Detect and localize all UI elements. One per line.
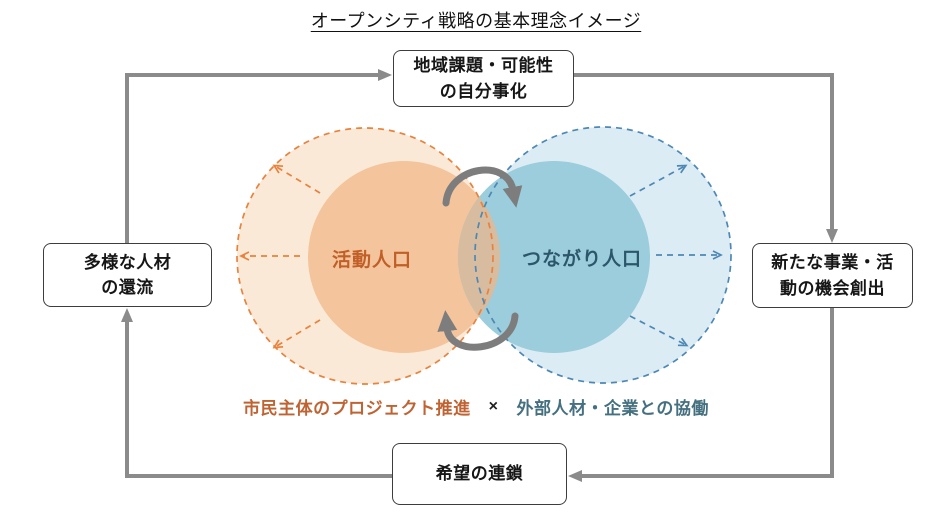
connection-population-label: つながり人口 — [521, 249, 642, 270]
cycle-arrow-left-to-top — [125, 69, 392, 243]
cycle-box-regional-issues-label: 地域課題・可能性 の自分事化 — [413, 56, 554, 101]
cycle-box-new-opportunities: 新たな事業・活 動の機会創出 — [752, 243, 913, 308]
connection-core-circle — [458, 161, 650, 353]
activity-population-label: 活動人口 — [331, 250, 412, 271]
exchange-arrow-bottom — [437, 310, 519, 351]
cycle-arrow-right-to-bottom — [568, 308, 834, 482]
cycle-box-chain-of-hope: 希望の連鎖 — [392, 443, 567, 505]
cycle-arrow-top-to-right — [573, 73, 838, 243]
orange-expand-arrow-upleft — [272, 164, 321, 194]
exchange-arrow-top — [442, 166, 523, 208]
connection-dashed-circle — [474, 126, 732, 384]
caption-multiply-sign: × — [488, 397, 499, 415]
caption-external-collaboration: 外部人材・企業との協働 — [516, 399, 709, 418]
cycle-box-new-opportunities-label: 新たな事業・活 動の機会創出 — [771, 253, 894, 298]
page-title: オープンシティ戦略の基本理念イメージ — [310, 11, 642, 31]
activity-dashed-circle — [236, 127, 494, 385]
caption-citizen-projects: 市民主体のプロジェクト推進 — [243, 399, 471, 418]
activity-core-circle — [308, 161, 500, 353]
cycle-box-regional-issues: 地域課題・可能性 の自分事化 — [393, 50, 574, 107]
cycle-box-chain-of-hope-label: 希望の連鎖 — [435, 464, 524, 484]
cycle-arrow-bottom-to-left — [121, 308, 392, 478]
bottom-caption: 市民主体のプロジェクト推進 × 外部人材・企業との協働 — [0, 394, 952, 419]
cycle-box-talent-return: 多様な人材 の還流 — [43, 243, 212, 307]
orange-expand-arrow-downleft — [272, 319, 321, 349]
cycle-box-talent-return-label: 多様な人材 の還流 — [83, 252, 172, 298]
